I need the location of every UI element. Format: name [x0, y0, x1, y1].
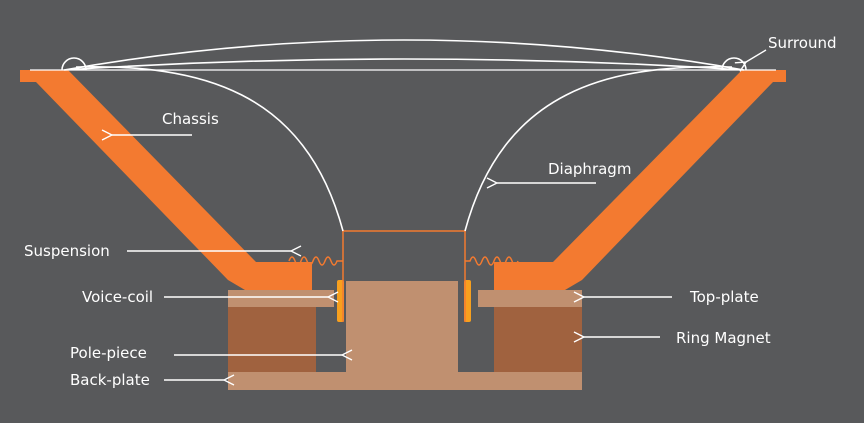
ring-magnet-left	[228, 307, 316, 372]
surround-arrow	[746, 49, 767, 62]
label-chassis: Chassis	[162, 110, 219, 128]
label-diaphragm: Diaphragm	[548, 160, 631, 178]
top-plate-left	[228, 290, 334, 307]
label-voice-coil: Voice-coil	[82, 288, 153, 306]
surround-left	[61, 57, 87, 71]
label-suspension: Suspension	[24, 242, 110, 260]
chassis-right	[494, 70, 786, 290]
label-top-plate: Top-plate	[689, 288, 759, 306]
suspension-right	[465, 256, 519, 266]
top-plate-right	[478, 290, 582, 307]
suspension-left	[288, 256, 343, 266]
label-surround: Surround	[768, 34, 836, 52]
label-pole-piece: Pole-piece	[70, 344, 147, 362]
dust-dome	[63, 39, 745, 71]
chassis-left	[20, 70, 312, 290]
diaphragm	[75, 65, 733, 232]
ring-magnet-right	[494, 307, 582, 372]
label-back-plate: Back-plate	[70, 371, 150, 389]
coil-former	[342, 230, 466, 322]
back-plate	[228, 281, 582, 390]
label-ring-magnet: Ring Magnet	[676, 329, 771, 347]
